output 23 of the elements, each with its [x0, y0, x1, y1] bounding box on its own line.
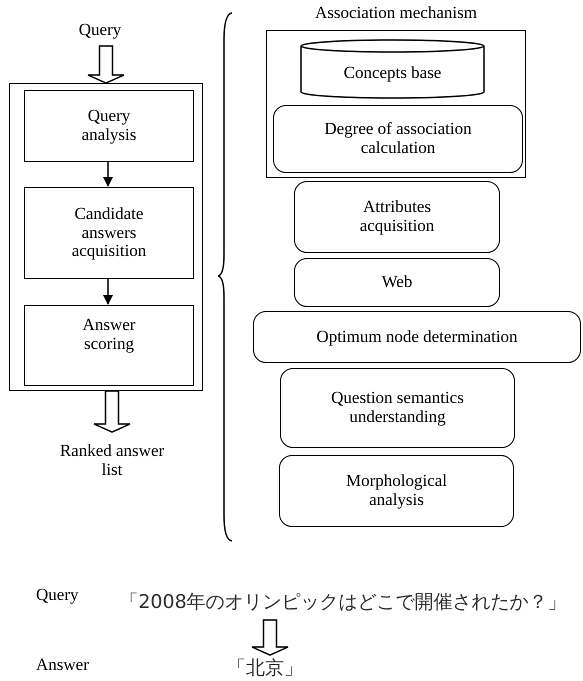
row-label: Query — [36, 585, 78, 605]
arrow — [103, 161, 113, 187]
example-text: 「2008年のオリンピックはどこで開催されたか？」 — [119, 592, 567, 612]
row-label: Answer — [36, 655, 89, 675]
process-frame — [9, 83, 203, 391]
hollow-arrow — [251, 619, 289, 656]
flow-text: Ranked answer list — [58, 442, 166, 480]
database-cylinder: Concepts base — [300, 39, 485, 99]
process-box: Query analysis — [24, 90, 194, 162]
arrow — [103, 278, 113, 305]
module-box: Web — [294, 258, 500, 307]
module-box: Optimum node determination — [253, 311, 581, 363]
example-text: 「北京」 — [227, 658, 303, 678]
process-box: Candidate answers acquisition — [24, 187, 194, 279]
module-box: Question semantics understanding — [280, 368, 515, 448]
module-box: Degree of association calculation — [273, 105, 523, 173]
module-box: Morphological analysis — [279, 455, 514, 527]
group-heading: Association mechanism — [314, 4, 478, 23]
hollow-arrow — [87, 45, 125, 84]
hollow-arrow — [93, 390, 131, 433]
module-box: Attributes acquisition — [294, 181, 500, 253]
flow-text: Query — [78, 20, 122, 40]
process-box: Answer scoring — [24, 305, 194, 386]
